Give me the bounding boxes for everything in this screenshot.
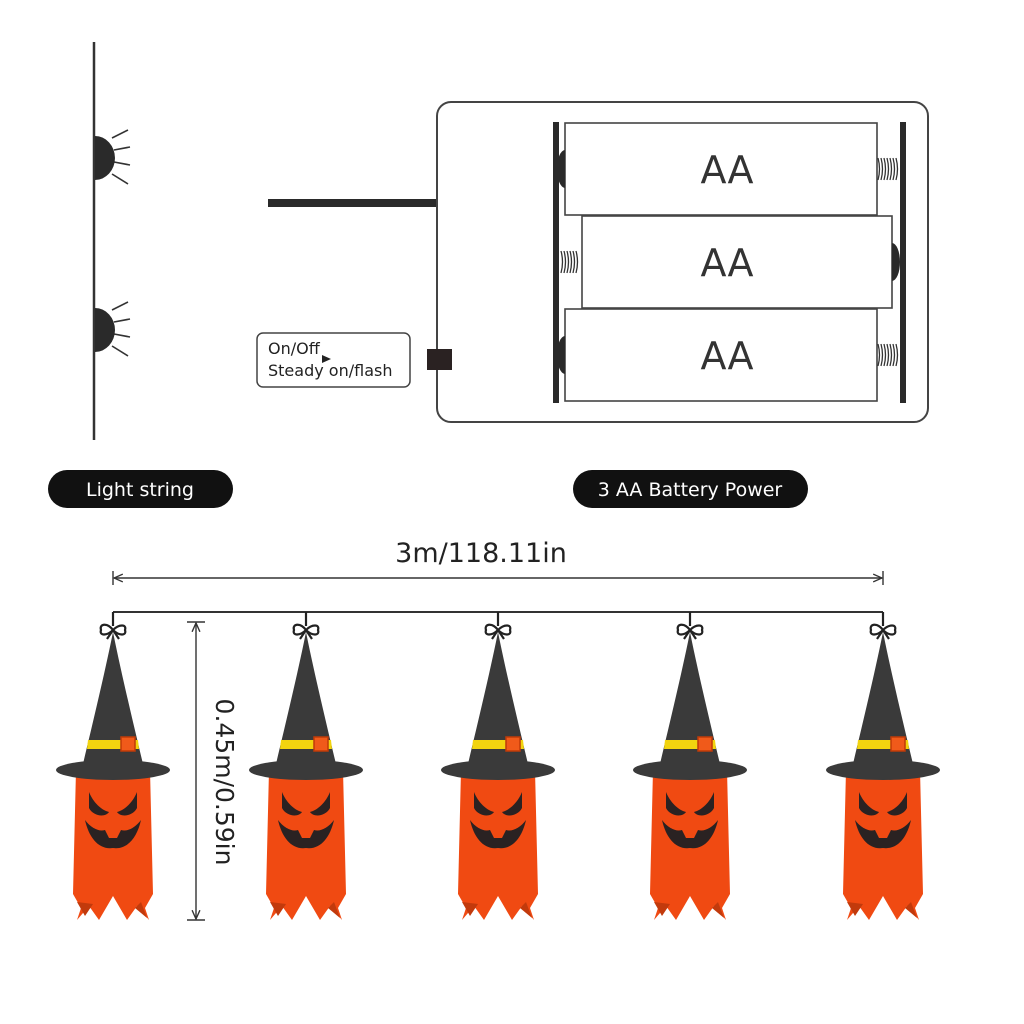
switch-label: On/Off Steady on/flash	[256, 332, 411, 388]
length-label: 3m/118.11in	[395, 538, 567, 569]
witch-light-2	[249, 612, 363, 920]
battery-power-label: 3 AA Battery Power	[598, 479, 783, 501]
buckle	[890, 736, 906, 752]
buckle	[505, 736, 521, 752]
contact-plate	[553, 122, 559, 403]
spring-icon	[877, 157, 899, 181]
battery-box: AA AA AA On/Off Steady on/flash	[256, 101, 929, 423]
battery-label: AA	[700, 334, 753, 378]
bow-icon	[292, 612, 320, 640]
witch-light-1	[56, 612, 170, 920]
hat-brim	[441, 760, 555, 780]
battery-3: AA	[557, 308, 878, 402]
switch-label-line1: On/Off	[268, 339, 321, 358]
witch-lights	[56, 612, 940, 920]
hat-cone	[468, 632, 528, 764]
pumpkin-face	[662, 792, 718, 849]
witch-light-4	[633, 612, 747, 920]
switch-label-line2: Steady on/flash	[268, 361, 392, 380]
hat-brim	[249, 760, 363, 780]
switch-button[interactable]	[427, 349, 452, 370]
pumpkin-face	[855, 792, 911, 849]
buckle	[120, 736, 136, 752]
bulb-icon	[95, 301, 131, 357]
light-string-pill: Light string	[48, 470, 233, 508]
spring-icon	[560, 250, 579, 274]
battery-power-pill: 3 AA Battery Power	[573, 470, 808, 508]
witch-light-3	[441, 612, 555, 920]
pumpkin-face	[85, 792, 141, 849]
bow-icon	[484, 612, 512, 640]
bow-icon	[99, 612, 127, 640]
witch-light-5	[826, 612, 940, 920]
bow-icon	[869, 612, 897, 640]
light-string-schematic	[92, 42, 131, 440]
hat-cone	[660, 632, 720, 764]
buckle	[697, 736, 713, 752]
hat-brim	[633, 760, 747, 780]
battery-label: AA	[700, 148, 753, 192]
hat-cone	[83, 632, 143, 764]
light-string-label: Light string	[86, 479, 194, 501]
spring-icon	[877, 343, 899, 367]
bow-icon	[676, 612, 704, 640]
hat-cone	[276, 632, 336, 764]
battery-1: AA	[557, 122, 878, 216]
contact-plate	[900, 122, 906, 403]
height-label: 0.45m/0.59in	[210, 699, 239, 866]
pumpkin-face	[278, 792, 334, 849]
hat-cone	[853, 632, 913, 764]
hat-brim	[826, 760, 940, 780]
pumpkin-face	[470, 792, 526, 849]
battery-label: AA	[700, 241, 753, 285]
buckle	[313, 736, 329, 752]
hat-brim	[56, 760, 170, 780]
battery-2: AA	[581, 215, 900, 309]
arrow-icon	[322, 355, 331, 363]
bulb-icon	[95, 129, 131, 185]
